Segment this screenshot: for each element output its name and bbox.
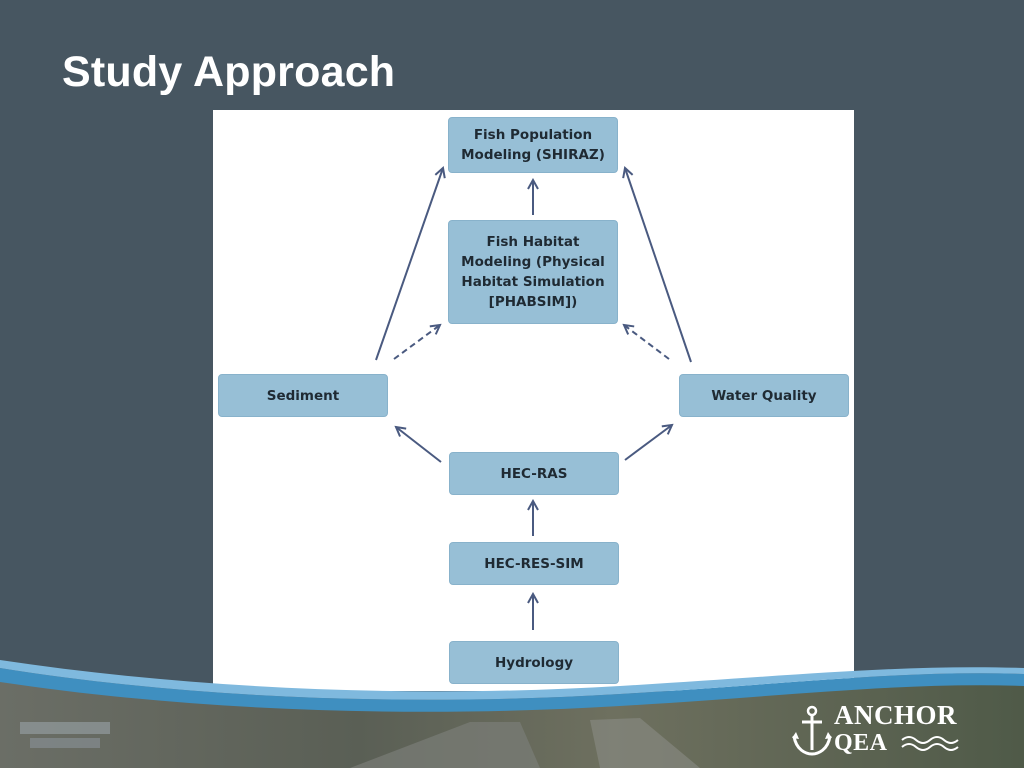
node-fish-habitat: Fish Habitat Modeling (Physical Habitat … <box>448 220 618 324</box>
diagram-arrows <box>375 110 692 630</box>
arrow-hec-ras-to-sediment <box>396 427 442 463</box>
logo-text-qea: QEA <box>834 730 888 756</box>
arrow-hec-ras-to-water-quality <box>624 425 672 461</box>
slide-title: Study Approach <box>62 48 396 96</box>
node-fish-population: Fish Population Modeling (SHIRAZ) <box>448 117 618 173</box>
anchor-qea-logo: ANCHOR QEA <box>790 700 990 760</box>
node-hec-ras: HEC-RAS <box>449 452 619 495</box>
node-hydrology: Hydrology <box>449 641 619 684</box>
waves-icon <box>901 736 959 751</box>
node-sediment: Sediment <box>218 374 388 417</box>
arrow-sediment-to-fish-habitat <box>393 325 440 360</box>
arrow-water-quality-to-fish-habitat <box>624 325 670 360</box>
node-hec-res-sim: HEC-RES-SIM <box>449 542 619 585</box>
diagram-panel: Fish Population Modeling (SHIRAZ) Fish H… <box>213 110 854 691</box>
arrow-water-quality-to-fish-population <box>625 168 692 363</box>
logo-text-anchor: ANCHOR <box>834 700 957 730</box>
arrow-sediment-to-fish-population <box>375 168 443 361</box>
node-water-quality: Water Quality <box>679 374 849 417</box>
footer-landscape <box>0 660 1024 768</box>
anchor-icon <box>792 705 832 756</box>
